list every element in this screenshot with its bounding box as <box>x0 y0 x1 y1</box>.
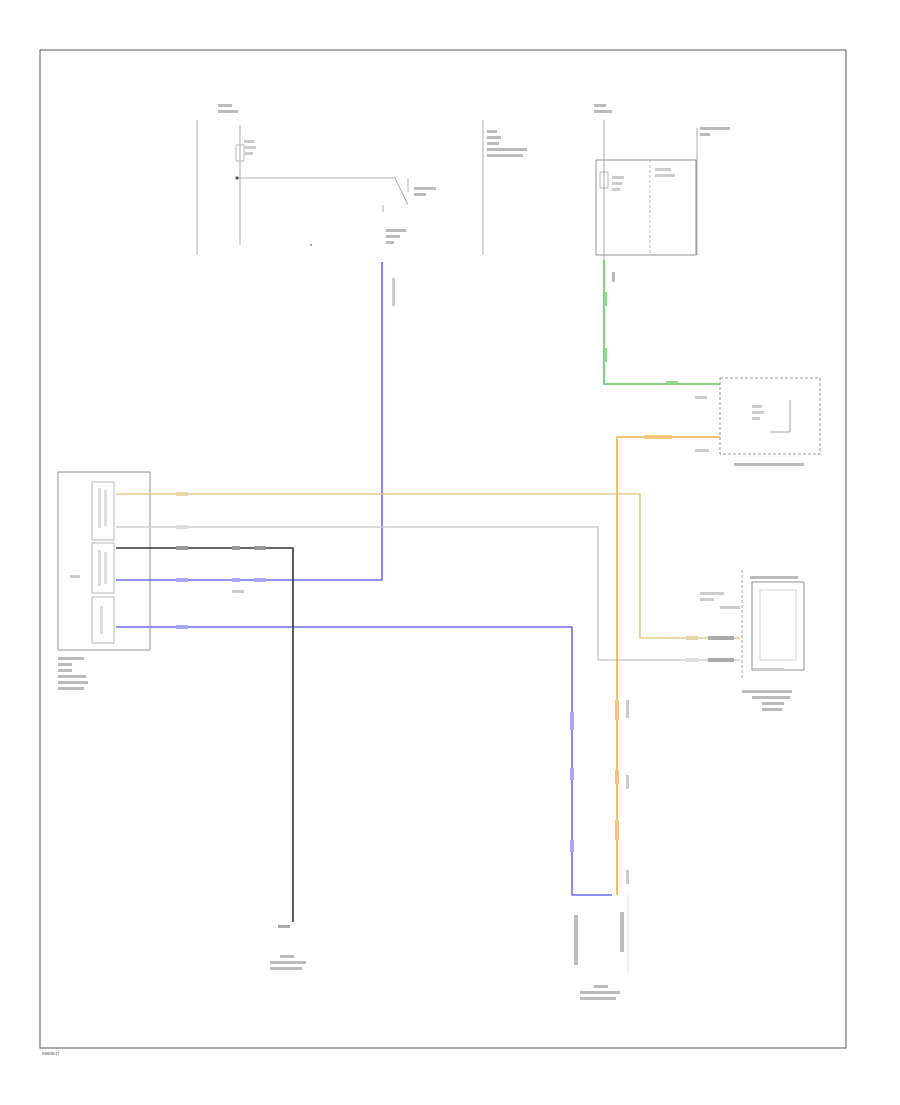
module-note-label <box>487 130 527 157</box>
module-connector-1 <box>91 481 115 541</box>
wire-tan-sensor <box>116 493 740 639</box>
module-connector-3 <box>91 596 115 644</box>
wire-blue-switch-signal <box>116 262 383 581</box>
junction-block-label <box>700 127 730 136</box>
wire-orange-cluster <box>616 436 720 895</box>
fuse-right <box>599 171 609 189</box>
diagram-frame <box>39 49 847 1049</box>
module-connector-labels <box>70 488 107 634</box>
diagram-id: 5960847 <box>42 1051 60 1056</box>
switch-label <box>414 187 436 196</box>
splice-node <box>235 176 239 180</box>
instrument-cluster-label <box>734 463 804 466</box>
sensor-inner <box>759 589 797 661</box>
relay-box <box>595 159 697 256</box>
wire-blue-ground-path <box>116 626 612 896</box>
module-connector-2 <box>91 542 115 594</box>
ground-label-right <box>574 895 629 1000</box>
switch-contact <box>394 177 409 206</box>
dot-marker <box>310 244 312 246</box>
instrument-cluster-box <box>719 377 821 455</box>
control-module-label <box>58 657 88 690</box>
ground-label-left <box>270 925 306 970</box>
wire-green-cluster-feed <box>603 260 720 385</box>
cluster-lamp <box>752 400 791 433</box>
fuse-label-left <box>218 104 256 155</box>
wire-tags <box>176 272 734 884</box>
wire-black-ground <box>116 547 294 922</box>
wire-gray-sensor <box>116 526 740 661</box>
fuse-label-right <box>594 104 675 191</box>
switch-connector-label <box>386 229 406 244</box>
cluster-pin-labels <box>695 396 709 452</box>
sensor-labels <box>700 576 798 711</box>
control-module <box>57 471 151 651</box>
